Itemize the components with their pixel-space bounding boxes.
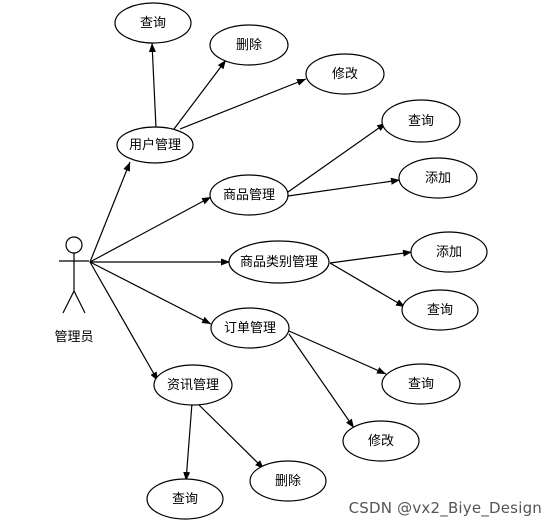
edge-actor-order-mgmt [89, 261, 212, 325]
svg-text:删除: 删除 [236, 38, 262, 53]
usecase-user-query: 查询 [114, 2, 192, 44]
usecase-news-query: 查询 [146, 478, 224, 520]
edge-goods-query [287, 122, 387, 193]
edge-actor-news-mgmt [89, 261, 159, 382]
actor-head [65, 236, 83, 254]
usecase-category-query: 查询 [401, 289, 479, 331]
actor-label: 管理员 [54, 330, 93, 345]
edge-order-query [288, 330, 387, 375]
usecase-user-delete: 删除 [209, 24, 289, 66]
svg-text:用户管理: 用户管理 [129, 137, 181, 153]
usecase-news-mgmt: 资讯管理 [153, 364, 233, 406]
edge-category-query [329, 262, 406, 308]
usecase-category-add: 添加 [410, 231, 488, 273]
edge-category-add [329, 249, 413, 264]
svg-text:资讯管理: 资讯管理 [167, 378, 219, 393]
svg-text:商品管理: 商品管理 [223, 188, 275, 203]
usecase-goods-mgmt: 商品管理 [209, 174, 289, 216]
usecase-order-mgmt: 订单管理 [210, 307, 290, 349]
actor-right-leg [73, 290, 86, 314]
edge-news-query [183, 402, 193, 482]
svg-text:商品类别管理: 商品类别管理 [240, 255, 318, 270]
svg-text:添加: 添加 [425, 171, 451, 186]
actor-admin: 管理员 [54, 236, 94, 345]
svg-text:添加: 添加 [436, 245, 462, 260]
edge-user-query [148, 42, 157, 129]
usecase-user-modify: 修改 [305, 53, 385, 95]
usecase-order-modify: 修改 [342, 420, 420, 462]
usecase-user-mgmt: 用户管理 [116, 126, 194, 164]
svg-text:修改: 修改 [332, 67, 358, 82]
svg-text:查询: 查询 [172, 492, 198, 507]
usecase-category-mgmt: 商品类别管理 [228, 240, 330, 284]
edge-goods-add [287, 177, 401, 197]
usecase-goods-add: 添加 [398, 157, 478, 199]
svg-text:修改: 修改 [368, 434, 394, 449]
edge-user-delete [173, 59, 227, 130]
svg-text:查询: 查询 [427, 303, 453, 318]
edge-actor-goods-mgmt [89, 196, 212, 263]
actor-left-leg [62, 290, 75, 314]
usecase-order-query: 查询 [381, 363, 461, 405]
svg-text:查询: 查询 [140, 16, 166, 31]
watermark-text: CSDN @vx2_Biye_Design [348, 499, 542, 517]
edge-order-modify [288, 333, 355, 429]
usecase-goods-query: 查询 [381, 99, 461, 143]
svg-text:查询: 查询 [408, 377, 434, 392]
edge-news-delete [196, 402, 265, 470]
usecase-news-delete: 删除 [249, 460, 327, 502]
edge-user-modify [179, 78, 307, 130]
edge-actor-user-mgmt [89, 161, 131, 263]
svg-text:查询: 查询 [408, 114, 434, 129]
svg-text:删除: 删除 [275, 474, 301, 489]
svg-text:订单管理: 订单管理 [224, 321, 276, 336]
